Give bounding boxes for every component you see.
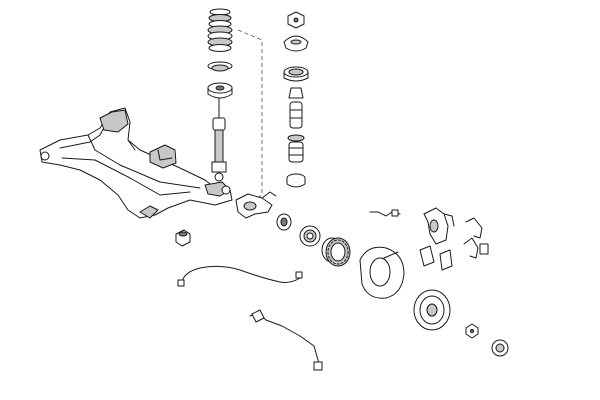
shock-absorber xyxy=(211,97,227,182)
dust-boot xyxy=(287,101,305,163)
dust-shield xyxy=(359,246,405,299)
wishbone xyxy=(235,191,277,219)
brake-disc xyxy=(413,289,451,331)
strut-bearing xyxy=(283,66,309,82)
subframe xyxy=(39,107,233,219)
top-mount-nut xyxy=(287,11,305,29)
brake-pads xyxy=(419,245,453,271)
stabilizer-bushing xyxy=(276,213,292,231)
lower-spring-seat xyxy=(286,173,306,188)
subframe-bracket xyxy=(149,144,177,169)
wheel-bearing xyxy=(299,225,321,247)
alignment-line xyxy=(237,29,263,206)
brake-hose xyxy=(177,265,303,287)
bushing xyxy=(175,229,191,247)
hub-cap xyxy=(491,339,509,357)
abs-ring xyxy=(325,237,351,267)
abs-sensor xyxy=(369,209,401,217)
hub-nut xyxy=(465,323,479,339)
top-mount xyxy=(283,35,309,52)
stabilizer-link xyxy=(249,309,323,371)
spring-seat xyxy=(207,61,233,99)
bump-stop xyxy=(288,87,304,99)
pad-clips xyxy=(463,217,489,259)
coil-spring xyxy=(207,8,233,52)
brake-caliper xyxy=(423,207,455,245)
